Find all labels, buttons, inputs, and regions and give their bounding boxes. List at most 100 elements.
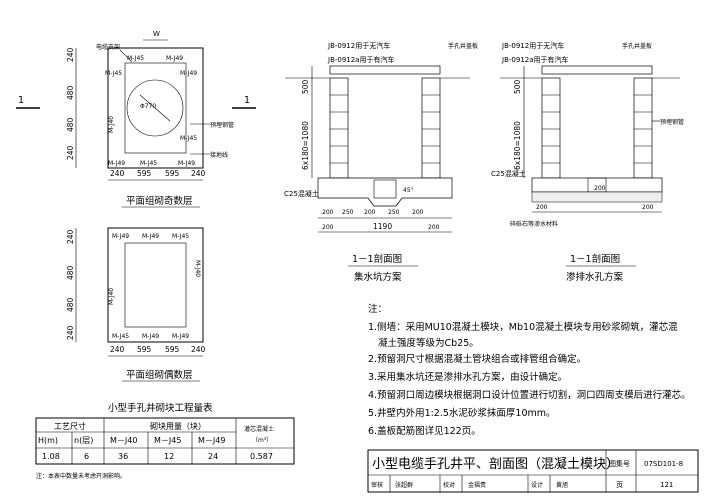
block-label: M-J45 bbox=[172, 233, 189, 240]
table-cell: 12 bbox=[164, 452, 174, 461]
block-label: M-J49 bbox=[166, 55, 183, 62]
check-label: 校对 bbox=[443, 481, 455, 489]
dim-text: 595 bbox=[137, 345, 152, 354]
cable-bracket-label: 电缆支架 bbox=[96, 43, 120, 51]
block-label: M-J49 bbox=[142, 233, 159, 240]
dim-text: 595 bbox=[165, 169, 180, 178]
table-header: （m³） bbox=[252, 437, 272, 444]
sump-pit bbox=[373, 179, 397, 199]
dim-text: 200 bbox=[322, 209, 334, 216]
dim-text: 200 bbox=[322, 224, 334, 231]
notes-block: 注： 1.侧墙：采用MU10混凝土模块，Mb10混凝土模块专用砂浆砌筑，灌芯混 … bbox=[368, 303, 691, 437]
jb-no-vehicle-label: JB-0912用于无汽车 bbox=[501, 41, 564, 50]
block-label: M-J45 bbox=[105, 70, 122, 77]
section-right: JB-0912用于无汽车 JB-0912a用于有汽车 手孔井盖板 预埋钢管 C2… bbox=[491, 41, 684, 283]
table-footnote: 注：本表中数量未考虑开洞影响。 bbox=[36, 472, 126, 480]
note-line: 5.井壁内外用1:2.5水泥砂浆抹面厚10mm。 bbox=[368, 407, 556, 419]
atlas-label: 图集号 bbox=[609, 459, 630, 468]
angle-label: 45° bbox=[403, 187, 414, 194]
dim-text: 200 bbox=[536, 204, 548, 211]
plan-odd-outline bbox=[107, 47, 204, 169]
quantity-table: 小型手孔井砌块工程量表 工艺尺寸 砌块用量（块） 灌芯混凝土 （m³） H(m)… bbox=[35, 402, 295, 480]
table-col-header: M－J45 bbox=[154, 436, 181, 445]
block-label: M-J49 bbox=[108, 160, 125, 167]
dim-text: 595 bbox=[137, 169, 152, 178]
cover-slab bbox=[329, 65, 441, 75]
dim-text: 240 bbox=[66, 229, 75, 244]
block-label: M-J49 bbox=[142, 333, 159, 340]
dim-text: 500 bbox=[301, 79, 310, 94]
dim-text: 240 bbox=[191, 345, 206, 354]
block-label: M-J49 bbox=[172, 333, 189, 340]
jb-vehicle-label: JB-0912a用于有汽车 bbox=[327, 55, 395, 64]
table-cell: 1.08 bbox=[42, 452, 60, 461]
table-frame bbox=[35, 417, 295, 465]
pipe-label: 预埋钢管 bbox=[660, 118, 684, 126]
block-label: M-J49 bbox=[178, 160, 195, 167]
table-header: 工艺尺寸 bbox=[54, 421, 86, 431]
plan-even-layers: M-J49 M-J49 M-J45 M-J45 M-J49 M-J49 M-J4… bbox=[66, 227, 206, 382]
table-header: 灌芯混凝土 bbox=[244, 425, 274, 433]
jb-no-vehicle-label: JB-0912用于无汽车 bbox=[327, 41, 390, 50]
block-label: M-J45 bbox=[180, 135, 197, 142]
section-left-title: 1－1剖面图 bbox=[352, 253, 402, 265]
dim-text: 240 bbox=[66, 47, 75, 62]
dim-text: 200 bbox=[364, 209, 376, 216]
block-label: M-J45 bbox=[140, 160, 157, 167]
section-right-subtitle: 渗排水孔方案 bbox=[566, 271, 624, 283]
plan-even-inner bbox=[124, 242, 187, 328]
dim-text: 6x180=1080 bbox=[513, 121, 522, 170]
table-col-header: M－J40 bbox=[110, 436, 137, 445]
section-mark-label: 1 bbox=[244, 95, 250, 106]
table-header: 砌块用量（块） bbox=[150, 421, 206, 431]
note-line: 4.预留洞口周边模块根据洞口设计位置进行切割，洞口四周支模后进行灌芯。 bbox=[368, 389, 691, 401]
dim-text: 500 bbox=[513, 79, 522, 94]
cover-board-label: 手孔井盖板 bbox=[622, 42, 652, 50]
dim-text: 250 bbox=[342, 209, 354, 216]
atlas-number: 07SD101-8 bbox=[644, 460, 683, 468]
notes-heading: 注： bbox=[368, 303, 387, 315]
cover-board-label: 手孔井盖板 bbox=[448, 42, 478, 50]
plan-odd-opening-circle bbox=[126, 79, 184, 137]
dim-text: 200 bbox=[428, 224, 440, 231]
designer-name: 黄旭 bbox=[556, 481, 568, 489]
section-left: JB-0912用于无汽车 JB-0912a用于有汽车 手孔井盖板 45° C25… bbox=[284, 41, 478, 283]
design-label: 设计 bbox=[531, 481, 543, 489]
note-line: 3.采用集水坑还是渗排水孔方案，由设计确定。 bbox=[368, 371, 567, 383]
leader-line bbox=[119, 49, 133, 63]
plan-odd-diameter: Φ770 bbox=[140, 103, 156, 110]
drawing-title: 小型电缆手孔井平、剖面图（混凝土模块） bbox=[372, 456, 619, 472]
table-cell: 24 bbox=[208, 452, 218, 461]
concrete-label: C25混凝土 bbox=[284, 189, 319, 198]
dim-text: 480 bbox=[66, 297, 75, 312]
reviewer-name: 张超群 bbox=[395, 481, 413, 489]
dim-text: 595 bbox=[165, 345, 180, 354]
block-label: M-J45 bbox=[112, 333, 129, 340]
plan-odd-caption: 平面组砌奇数层 bbox=[126, 195, 193, 207]
dim-text: 480 bbox=[66, 117, 75, 132]
title-block-frame bbox=[367, 449, 699, 493]
block-label: M-J40 bbox=[108, 288, 115, 305]
dim-text: 240 bbox=[110, 345, 125, 354]
plan-odd-layers: Φ770 M-J45 M-J49 M-J45 M-J49 M-J40 M-J45… bbox=[16, 30, 256, 208]
dim-text: 250 bbox=[388, 209, 400, 216]
table-title: 小型手孔井砌块工程量表 bbox=[108, 402, 213, 414]
table-col-header: M－J49 bbox=[198, 436, 225, 445]
block-label: M-J49 bbox=[180, 70, 197, 77]
note-line: 2.预留洞尺寸根据混凝土管块组合或排管组合确定。 bbox=[368, 353, 586, 365]
note-line: 凝土强度等级为Cb25。 bbox=[378, 337, 479, 349]
table-cell: 36 bbox=[118, 452, 128, 461]
title-block: 小型电缆手孔井平、剖面图（混凝土模块） 图集号 07SD101-8 审核 张超群… bbox=[367, 449, 699, 493]
section-left-subtitle: 集水坑方案 bbox=[354, 271, 402, 283]
dim-text: 240 bbox=[66, 325, 75, 340]
plan-odd-inner bbox=[124, 62, 187, 154]
page-label: 页 bbox=[616, 481, 623, 489]
dim-text: 200 bbox=[594, 185, 606, 192]
note-line: 6.盖板配筋图详见122页。 bbox=[368, 425, 481, 437]
block-label: M-J45 bbox=[127, 55, 144, 62]
embedded-pipe-label: 预埋钢管 bbox=[210, 121, 234, 129]
dim-text: 200 bbox=[412, 209, 424, 216]
dim-text: 1190 bbox=[373, 222, 392, 231]
ground-wire-label: 接地线 bbox=[210, 151, 228, 159]
